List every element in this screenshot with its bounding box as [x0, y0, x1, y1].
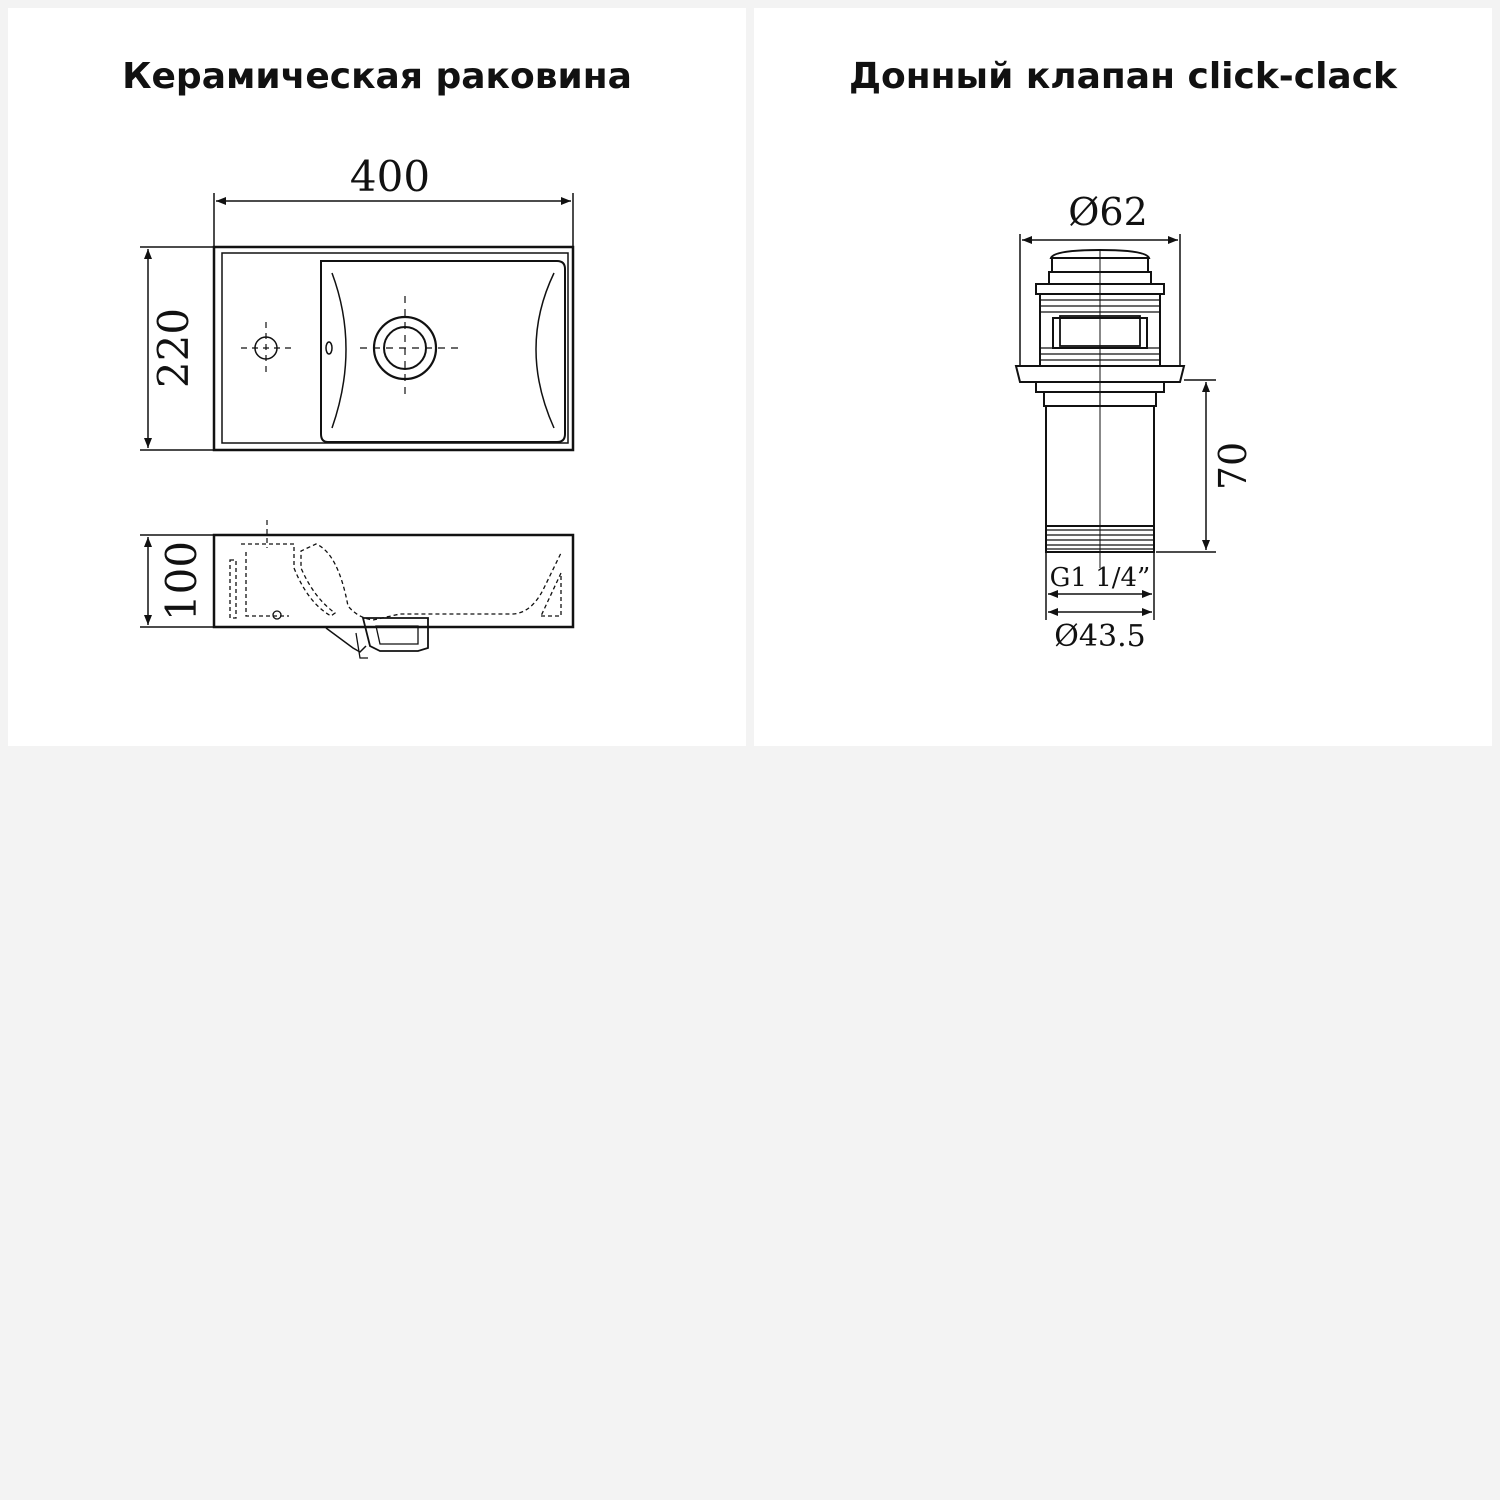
- valve-bottom-diameter-dimension: [1045, 552, 1155, 620]
- panel-valve: Донный клапан click-clack: [754, 8, 1492, 746]
- sink-width-dimension: [213, 193, 574, 247]
- valve-top-diameter-dimension: [1019, 234, 1181, 366]
- sink-width-label: 400: [350, 152, 430, 201]
- sink-depth-label: 220: [149, 308, 198, 388]
- valve-thread-label: G1 1/4”: [1050, 563, 1151, 593]
- sink-title: Керамическая раковина: [122, 56, 632, 97]
- sink-height-dimension: [140, 534, 214, 628]
- sink-side-view: [212, 520, 575, 659]
- valve-drawing: Ø62 70 G1 1/4” Ø43.5: [1014, 190, 1255, 654]
- sink-top-view: [212, 245, 575, 452]
- panel-sink: Керамическая раковина: [8, 8, 746, 746]
- valve-body: [1014, 248, 1186, 568]
- valve-title: Донный клапан click-clack: [848, 56, 1397, 97]
- sink-drawing: 400 220 100: [140, 152, 575, 659]
- sink-height-label: 100: [157, 541, 206, 621]
- valve-length-label: 70: [1211, 442, 1255, 490]
- valve-bottom-diameter-label: Ø43.5: [1054, 619, 1145, 654]
- valve-length-dimension: [1156, 379, 1216, 553]
- valve-top-diameter-label: Ø62: [1068, 190, 1148, 234]
- sink-depth-dimension: [140, 246, 214, 451]
